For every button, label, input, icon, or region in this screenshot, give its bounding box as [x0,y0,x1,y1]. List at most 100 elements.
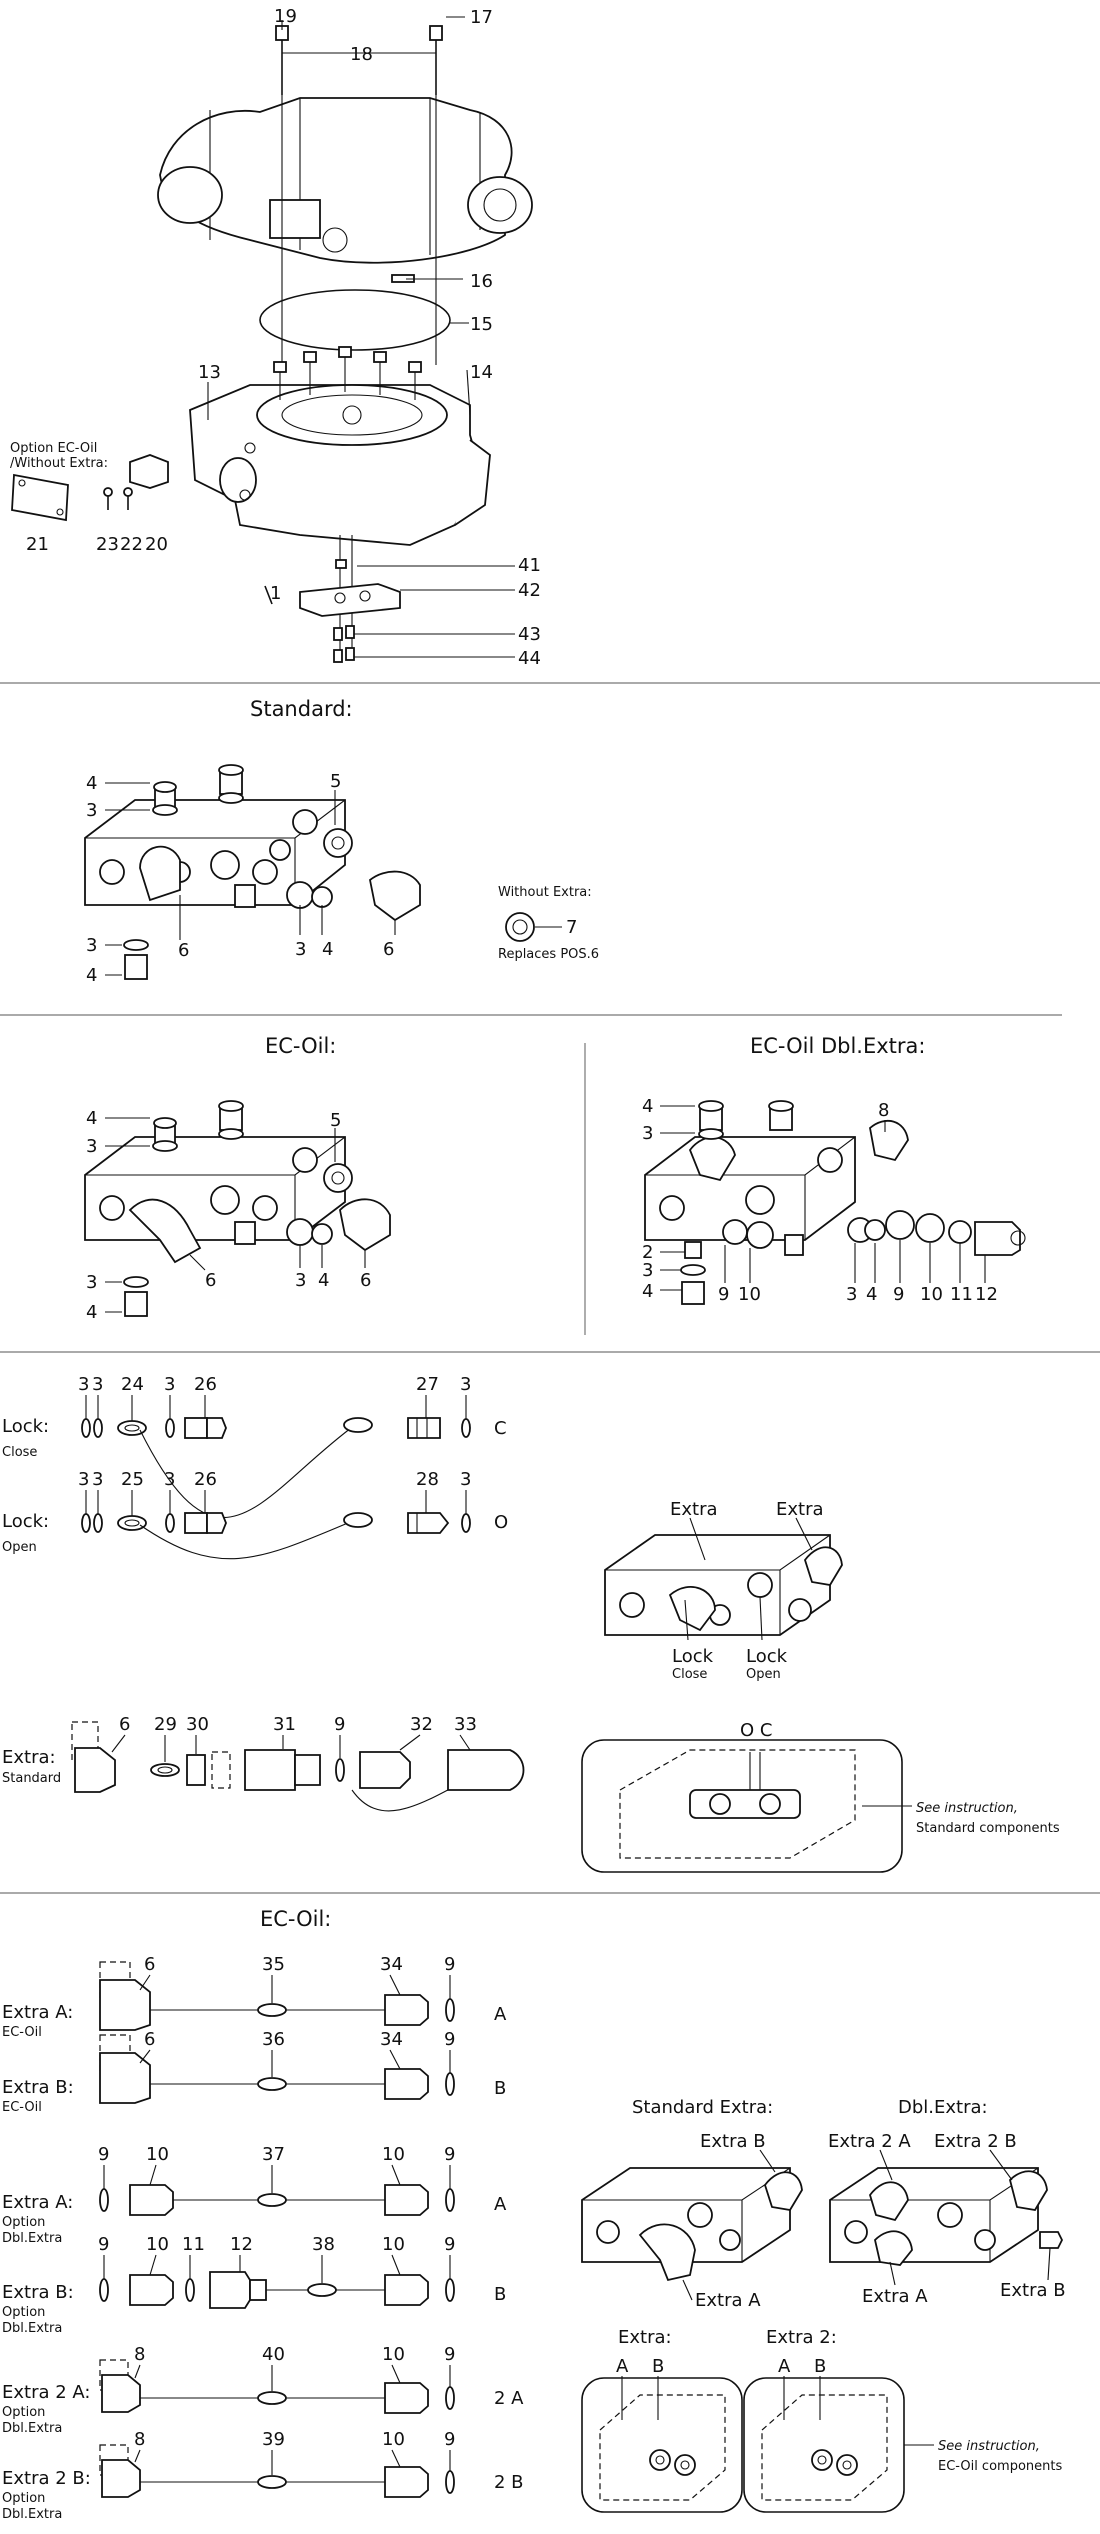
ec-oil-title: EC-Oil: [265,1034,336,1058]
std-callout-3b: 3 [295,939,306,960]
ec-r4-callout-11: 11 [182,2234,205,2255]
callout-43: 43 [518,624,541,645]
inset2-letter-b: B [814,2356,826,2377]
lock-label-close: Lock: [2,1416,49,1437]
inset1-letter-a: A [616,2356,629,2377]
lock-callout-3a: 3 [78,1374,89,1395]
lock-code-o: O [494,1512,508,1533]
ec-oil-dbl-title: EC-Oil Dbl.Extra: [750,1034,926,1058]
ec-row-1-code: A [494,2004,507,2025]
dbl-extra-a: Extra A [862,2286,928,2307]
lock-label-open: Lock: [2,1511,49,1532]
std-extra-b: Extra B [700,2131,766,2152]
ec-oil-components-label: EC-Oil components [938,2459,1062,2474]
ec-r6-callout-8: 8 [134,2429,145,2450]
lock-word-close: Lock [672,1646,714,1667]
ec-callout-6b: 6 [360,1270,371,1291]
dbl-callout-3a: 3 [642,1123,653,1144]
std-callout-4c: 4 [86,965,97,986]
standard-valve-drawing [84,764,535,980]
dbl-callout-3c: 3 [846,1284,857,1305]
ec-row-1-label: Extra A: [2,2002,73,2023]
ec-r6-callout-10: 10 [382,2429,405,2450]
extra2-inset-title: Extra 2: [766,2327,837,2348]
see-instruction-2: See instruction, [938,2439,1040,2454]
ec-row-4-leaders [103,2254,451,2283]
ec-row-2-label: Extra B: [2,2077,74,2098]
extra-callout-29: 29 [154,1714,177,1735]
callout-14: 14 [470,362,493,383]
standard-components-drawing [619,1749,856,1859]
ec-row-3-code: A [494,2194,507,2215]
std-extra-a: Extra A [695,2290,761,2311]
inset1-letter-b: B [652,2356,664,2377]
standard-title: Standard: [250,697,353,721]
lock-callout-26b: 26 [194,1469,217,1490]
callout-42: 42 [518,580,541,601]
extra-standard-leaders [111,1734,471,1762]
ec-r5-callout-8: 8 [134,2344,145,2365]
extra-callout-31: 31 [273,1714,296,1735]
extra-standard-row [71,1721,525,1812]
ec-r2-callout-9: 9 [444,2029,455,2050]
ec-callout-6a: 6 [205,1270,216,1291]
extra2-inset-frame [743,2377,905,2513]
dbl-extra-valve [829,2167,1064,2266]
ec-row-4 [99,2271,455,2309]
ec-row-6-code: 2 B [494,2472,524,2493]
lock-callout-24: 24 [121,1374,144,1395]
ec-row-4-sub: Option [2,2305,45,2320]
ec-row-3 [99,2184,455,2216]
ec-r4-callout-9b: 9 [444,2234,455,2255]
ec-r5-callout-40: 40 [262,2344,285,2365]
ec-r3-callout-9b: 9 [444,2144,455,2165]
without-extra-label: Without Extra: [498,885,592,900]
dbl-callout-10a: 10 [738,1284,761,1305]
ec-row-2-leaders [139,2049,451,2077]
std-callout-6a: 6 [178,940,189,961]
lock-callout-28: 28 [416,1469,439,1490]
callout-17: 17 [470,7,493,28]
lock-open-callout-3c: 3 [164,1469,175,1490]
ec-r3-callout-37: 37 [262,2144,285,2165]
dbl-extra-2a: Extra 2 A [828,2131,911,2152]
ec-row-1-leaders [139,1974,451,2003]
top-callout-leaders [207,16,515,658]
standard-extra-title: Standard Extra: [632,2097,773,2118]
dbl-extra-2b: Extra 2 B [934,2131,1017,2152]
ec-row-5-sub2: Dbl.Extra [2,2421,62,2436]
option-label-2: /Without Extra: [10,456,108,471]
lock-sub-close: Close [2,1445,37,1460]
dbl-callout-4a: 4 [642,1096,653,1117]
ec-row-4-code: B [494,2284,506,2305]
ec-callout-4c: 4 [86,1302,97,1323]
ec-callout-3a: 3 [86,1136,97,1157]
lock-extra-right: Extra [776,1499,824,1520]
lock-callout-25: 25 [121,1469,144,1490]
dbl-callout-9b: 9 [893,1284,904,1305]
extra-callout-33: 33 [454,1714,477,1735]
extra-callout-30: 30 [186,1714,209,1735]
ec-r3-callout-10b: 10 [382,2144,405,2165]
ec-callout-4b: 4 [318,1270,329,1291]
top-assembly-drawing [11,25,533,663]
ec-callout-5: 5 [330,1110,341,1131]
lock-open-callout-3a: 3 [78,1469,89,1490]
dbl-callout-9a: 9 [718,1284,729,1305]
callout-18: 18 [350,44,373,65]
ec-row-2 [99,2034,455,2104]
ec-r4-callout-12: 12 [230,2234,253,2255]
ec-r2-callout-6: 6 [144,2029,155,2050]
ec-r5-callout-10: 10 [382,2344,405,2365]
ec-r3-callout-10a: 10 [146,2144,169,2165]
std-callout-3c: 3 [86,935,97,956]
lock-open-leaders [85,1490,467,1516]
ec-row-5-code: 2 A [494,2388,524,2409]
lock-word-open: Lock [746,1646,788,1667]
ec-row-6-leaders [134,2449,451,2475]
ec-row-4-label: Extra B: [2,2282,74,2303]
dbl-callout-3b: 3 [642,1260,653,1281]
extra-callout-6: 6 [119,1714,130,1735]
dbl-callout-4c: 4 [866,1284,877,1305]
